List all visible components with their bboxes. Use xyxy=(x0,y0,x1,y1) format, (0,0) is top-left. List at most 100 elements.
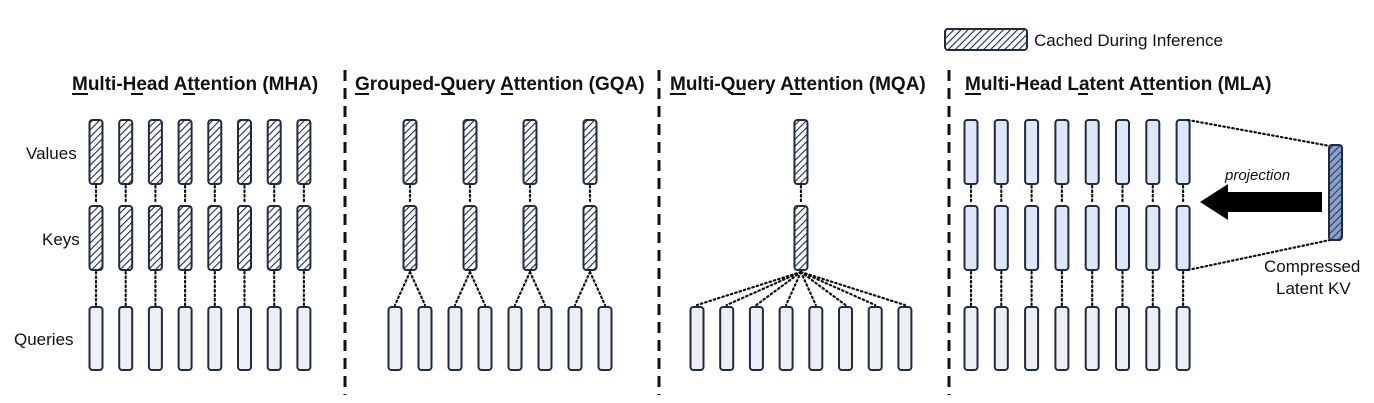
mla-key-head xyxy=(1175,205,1191,271)
gqa-kq-connector xyxy=(528,270,547,307)
mqa-kq-connector xyxy=(755,270,803,307)
row-label-keys: Keys xyxy=(42,230,80,249)
mha-value-head xyxy=(88,119,104,185)
mha-query-head xyxy=(118,306,134,371)
mqa-query-head xyxy=(867,306,883,371)
gqa-key-head xyxy=(522,205,538,271)
mla-value-head xyxy=(1145,119,1161,185)
gqa-kq-connector xyxy=(453,270,472,307)
mla-value-head xyxy=(1084,119,1100,185)
gqa-value-head xyxy=(522,119,538,185)
gqa-kq-connector xyxy=(408,270,427,307)
mla-query-head xyxy=(963,306,979,371)
mqa-query-head xyxy=(689,306,705,371)
mla-value-head xyxy=(1175,119,1191,185)
panel-title-mha: Multi-Head Attention (MHA) xyxy=(72,74,318,95)
mha-value-head xyxy=(118,119,134,185)
mla-value-head xyxy=(1115,119,1130,185)
gqa-value-head xyxy=(462,119,478,185)
mha-query-head xyxy=(147,306,163,371)
mla-query-head xyxy=(993,306,1009,371)
panel-title-gqa: Grouped-Query Attention (GQA) xyxy=(355,74,645,95)
mla-value-head xyxy=(1054,119,1070,185)
mqa-query-head xyxy=(719,306,735,371)
legend: Cached During Inference xyxy=(944,28,1223,51)
mla-query-head xyxy=(1175,306,1191,371)
mla-value-head xyxy=(1024,119,1040,185)
mha-key-head xyxy=(237,205,252,271)
compressed-latent-kv xyxy=(1328,144,1343,241)
gqa-kq-connector xyxy=(588,270,607,307)
mla-key-head xyxy=(963,205,979,271)
mha-value-head xyxy=(266,119,282,185)
row-label-queries: Queries xyxy=(14,330,74,349)
mha-value-head xyxy=(207,119,223,185)
gqa-query-head xyxy=(447,306,463,371)
mla-key-head xyxy=(1115,205,1130,271)
mha-query-head xyxy=(207,306,223,371)
latent-label-line1: Compressed xyxy=(1264,257,1360,276)
mqa-kq-connector xyxy=(799,270,847,307)
gqa-query-head xyxy=(507,306,523,371)
mla-key-head xyxy=(1024,205,1040,271)
gqa-key-head xyxy=(462,205,478,271)
gqa-key-head xyxy=(402,205,418,271)
mla-query-head xyxy=(1145,306,1161,371)
gqa-query-head xyxy=(417,306,433,371)
mla-value-head xyxy=(993,119,1009,185)
mha-key-head xyxy=(266,205,282,271)
mqa-key-head xyxy=(793,205,809,271)
mha-value-head xyxy=(296,119,312,185)
mqa-query-head xyxy=(778,306,794,371)
legend-hatch-swatch xyxy=(944,28,1028,51)
mqa-kq-connector xyxy=(695,270,803,307)
mla-key-head xyxy=(1054,205,1070,271)
mqa-query-head xyxy=(897,306,913,371)
mqa-kq-connector xyxy=(725,270,803,307)
mha-key-head xyxy=(207,205,223,271)
mha-key-head xyxy=(296,205,312,271)
mha-key-head xyxy=(177,205,193,271)
gqa-value-head xyxy=(402,119,418,185)
mla-query-head xyxy=(1024,306,1040,371)
mqa-kq-connector xyxy=(799,270,877,307)
mla-query-head xyxy=(1054,306,1070,371)
mqa-query-head xyxy=(748,306,764,371)
gqa-query-head xyxy=(597,306,613,371)
legend-label: Cached During Inference xyxy=(1034,31,1223,50)
projection-label: projection xyxy=(1224,167,1290,184)
gqa-query-head xyxy=(387,306,403,371)
gqa-value-head xyxy=(582,119,598,185)
mla-query-head xyxy=(1084,306,1100,371)
latent-connector-top xyxy=(1186,118,1332,148)
mha-query-head xyxy=(237,306,252,371)
gqa-query-head xyxy=(567,306,583,371)
mha-query-head xyxy=(266,306,282,371)
mla-key-head xyxy=(1084,205,1100,271)
gqa-query-head xyxy=(477,306,493,371)
mha-value-head xyxy=(147,119,163,185)
heads-layer xyxy=(88,119,1191,371)
mha-query-head xyxy=(177,306,193,371)
mha-query-head xyxy=(88,306,104,371)
mla-query-head xyxy=(1115,306,1130,371)
gqa-kq-connector xyxy=(573,270,592,307)
mha-key-head xyxy=(147,205,163,271)
latent-connector-bottom xyxy=(1186,238,1332,272)
mqa-query-head xyxy=(838,306,853,371)
mha-value-head xyxy=(237,119,252,185)
mqa-kq-connector xyxy=(784,270,803,307)
mqa-query-head xyxy=(808,306,824,371)
mqa-kq-connector xyxy=(799,270,817,307)
mqa-value-head xyxy=(793,119,809,185)
latent-label-line2: Latent KV xyxy=(1276,279,1351,298)
projection-arrow xyxy=(1200,184,1322,220)
gqa-kq-connector xyxy=(468,270,487,307)
mla-value-head xyxy=(963,119,979,185)
gqa-kq-connector xyxy=(393,270,412,307)
gqa-kq-connector xyxy=(513,270,532,307)
mla-key-head xyxy=(993,205,1009,271)
panel-title-mla: Multi-Head Latent Attention (MLA) xyxy=(965,74,1271,95)
mha-key-head xyxy=(88,205,104,271)
